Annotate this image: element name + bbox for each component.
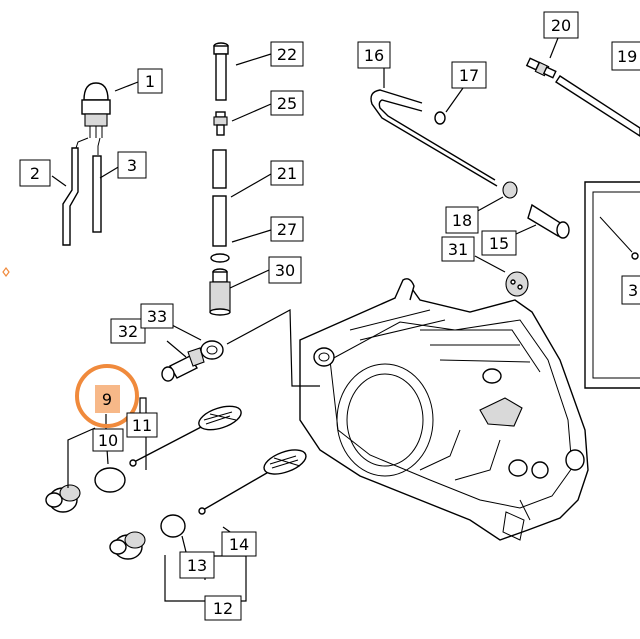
svg-text:11: 11 bbox=[132, 416, 152, 435]
callout-31: 31 bbox=[441, 236, 475, 262]
callout-3: 3 bbox=[117, 151, 147, 179]
callout-32: 32 bbox=[110, 318, 146, 344]
callout-15: 15 bbox=[481, 230, 517, 256]
part-20-fitting-drawing bbox=[525, 57, 557, 79]
svg-text:30: 30 bbox=[275, 261, 295, 280]
part-25-nipple-drawing bbox=[213, 111, 228, 136]
svg-text:21: 21 bbox=[277, 164, 297, 183]
part-32-plug-drawing bbox=[161, 347, 205, 382]
svg-text:17: 17 bbox=[459, 66, 479, 85]
part-30-valve-drawing bbox=[209, 268, 231, 316]
svg-text:20: 20 bbox=[551, 16, 571, 35]
svg-text:32: 32 bbox=[118, 322, 138, 341]
part-2-sleeve-drawing bbox=[62, 147, 79, 246]
callout-9: 9 bbox=[95, 385, 120, 413]
svg-text:15: 15 bbox=[489, 234, 509, 253]
callout-33: 33 bbox=[140, 303, 174, 329]
frame-panel-drawing bbox=[584, 181, 640, 389]
callout-14: 14 bbox=[221, 531, 257, 557]
part-10-oring-drawing bbox=[94, 467, 126, 493]
callout-1: 1 bbox=[137, 68, 163, 94]
callout-2: 2 bbox=[19, 159, 51, 187]
part-22-tube-drawing bbox=[213, 42, 229, 101]
svg-text:3: 3 bbox=[628, 281, 638, 300]
svg-text:31: 31 bbox=[448, 240, 468, 259]
callout-20: 20 bbox=[543, 11, 579, 39]
callout-27: 27 bbox=[270, 216, 304, 242]
callout-22: 22 bbox=[270, 41, 304, 67]
part-3-sleeve-drawing bbox=[92, 155, 102, 233]
svg-text:22: 22 bbox=[277, 45, 297, 64]
part-19-hose-drawing bbox=[555, 75, 640, 137]
callout-16: 16 bbox=[357, 41, 391, 69]
svg-text:18: 18 bbox=[452, 211, 472, 230]
orange-marker-icon bbox=[2, 267, 10, 277]
part-27-ring-drawing bbox=[210, 253, 230, 263]
part-15-filter-drawing bbox=[527, 203, 570, 239]
callout-17: 17 bbox=[451, 61, 487, 89]
part-18-grommet-drawing bbox=[502, 181, 518, 199]
svg-text:10: 10 bbox=[98, 431, 118, 450]
callout-11: 11 bbox=[126, 412, 158, 438]
svg-text:1: 1 bbox=[145, 72, 155, 91]
callout-9-highlight-ring bbox=[75, 364, 139, 428]
callout-25: 25 bbox=[270, 90, 304, 116]
svg-text:3: 3 bbox=[127, 156, 137, 175]
callout-30: 30 bbox=[268, 256, 302, 284]
part-9-cap-drawing bbox=[45, 484, 81, 513]
callout-13: 13 bbox=[179, 551, 215, 579]
part-14-dipstick-drawing bbox=[198, 449, 307, 515]
part-13-oring-drawing bbox=[160, 514, 186, 538]
svg-text:2: 2 bbox=[30, 164, 40, 183]
svg-text:14: 14 bbox=[229, 535, 249, 554]
part-31-grommet-drawing bbox=[505, 271, 529, 297]
svg-text:33: 33 bbox=[147, 307, 167, 326]
part-33-bushing-drawing bbox=[200, 340, 224, 360]
svg-text:27: 27 bbox=[277, 220, 297, 239]
part-16-hose-drawing bbox=[370, 89, 498, 187]
svg-text:12: 12 bbox=[213, 599, 233, 618]
callout-3-right: 3 bbox=[621, 275, 640, 305]
svg-text:16: 16 bbox=[364, 46, 384, 65]
housing-drawing bbox=[299, 278, 589, 541]
part-12-cap-drawing bbox=[109, 531, 146, 560]
part-1-switch-drawing bbox=[75, 82, 111, 155]
callout-12: 12 bbox=[204, 595, 242, 621]
part-21-hose-drawing bbox=[212, 149, 227, 247]
callout-10: 10 bbox=[92, 428, 124, 452]
callout-19: 19 bbox=[611, 41, 640, 71]
svg-text:9: 9 bbox=[102, 390, 112, 409]
callout-21: 21 bbox=[270, 160, 304, 186]
svg-text:19: 19 bbox=[617, 47, 637, 66]
callout-18: 18 bbox=[445, 206, 479, 234]
svg-text:25: 25 bbox=[277, 94, 297, 113]
svg-text:13: 13 bbox=[187, 556, 207, 575]
part-17-ring-drawing bbox=[434, 111, 446, 125]
